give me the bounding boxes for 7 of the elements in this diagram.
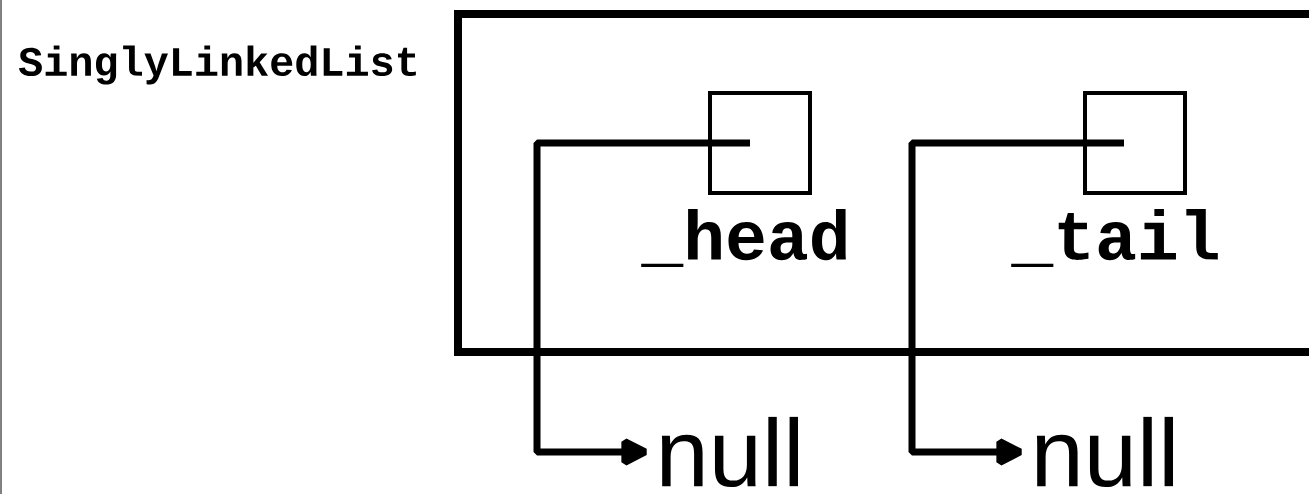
value-text: null <box>661 416 798 488</box>
node-label: _head <box>641 208 846 267</box>
field-box: _tail <box>1011 91 1218 267</box>
node-label: _tail <box>1011 208 1218 267</box>
field-box: _head <box>641 91 846 267</box>
value-text: null <box>1036 416 1173 488</box>
node-label: SinglyLinkedList <box>18 45 416 85</box>
